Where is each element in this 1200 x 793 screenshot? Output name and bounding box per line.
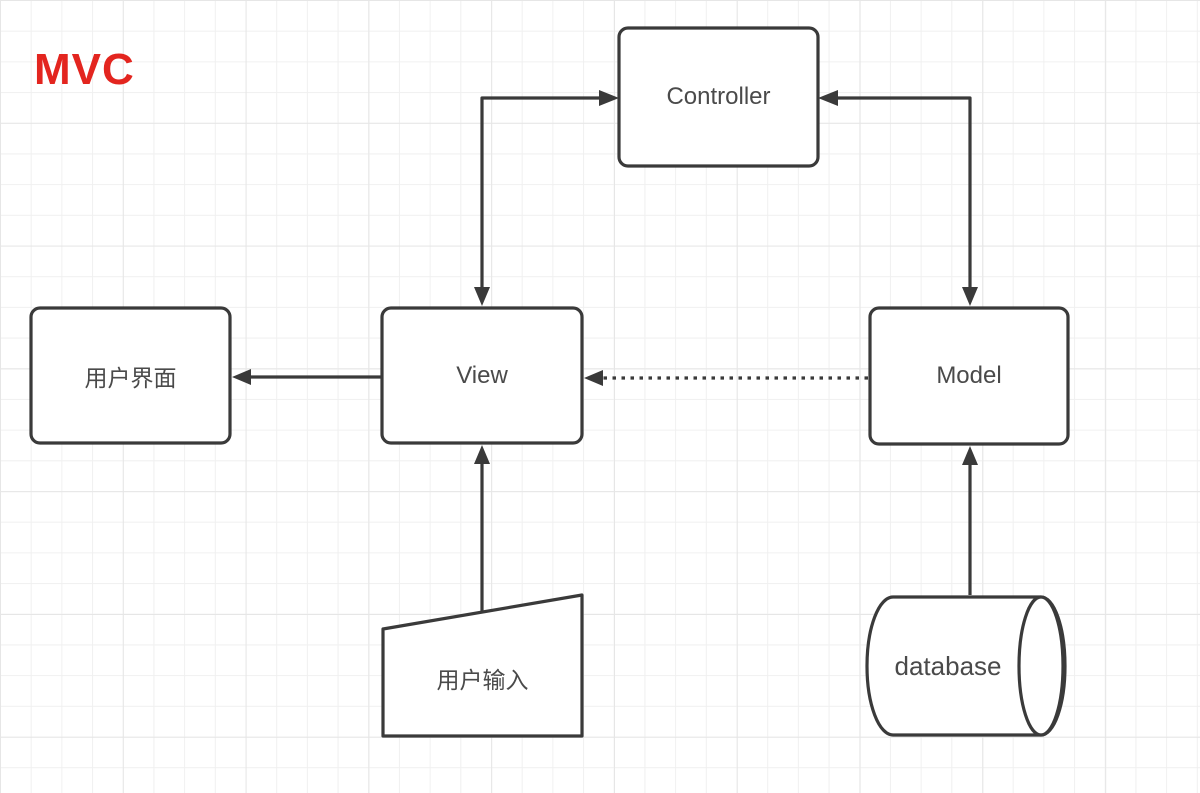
node-user-interface	[29, 306, 232, 445]
arrowhead-into-view-top	[474, 287, 490, 306]
node-model	[868, 306, 1070, 446]
arrowhead-into-model-bottom	[962, 446, 978, 465]
node-database-endcap	[1017, 595, 1065, 737]
arrowhead-into-view-bottom	[474, 445, 490, 464]
diagram-title: MVC	[34, 45, 135, 94]
arrowhead-into-model-top	[962, 287, 978, 306]
arrowhead-into-userinterface-right	[232, 369, 251, 385]
node-user-input	[381, 593, 584, 738]
node-view	[380, 306, 584, 445]
edge-model-controller	[826, 96, 972, 300]
arrowhead-into-controller-right	[818, 90, 838, 106]
edge-view-controller	[480, 96, 612, 300]
arrowhead-into-view-right	[584, 370, 603, 386]
node-controller	[617, 26, 820, 168]
arrowhead-into-controller-left	[599, 90, 619, 106]
